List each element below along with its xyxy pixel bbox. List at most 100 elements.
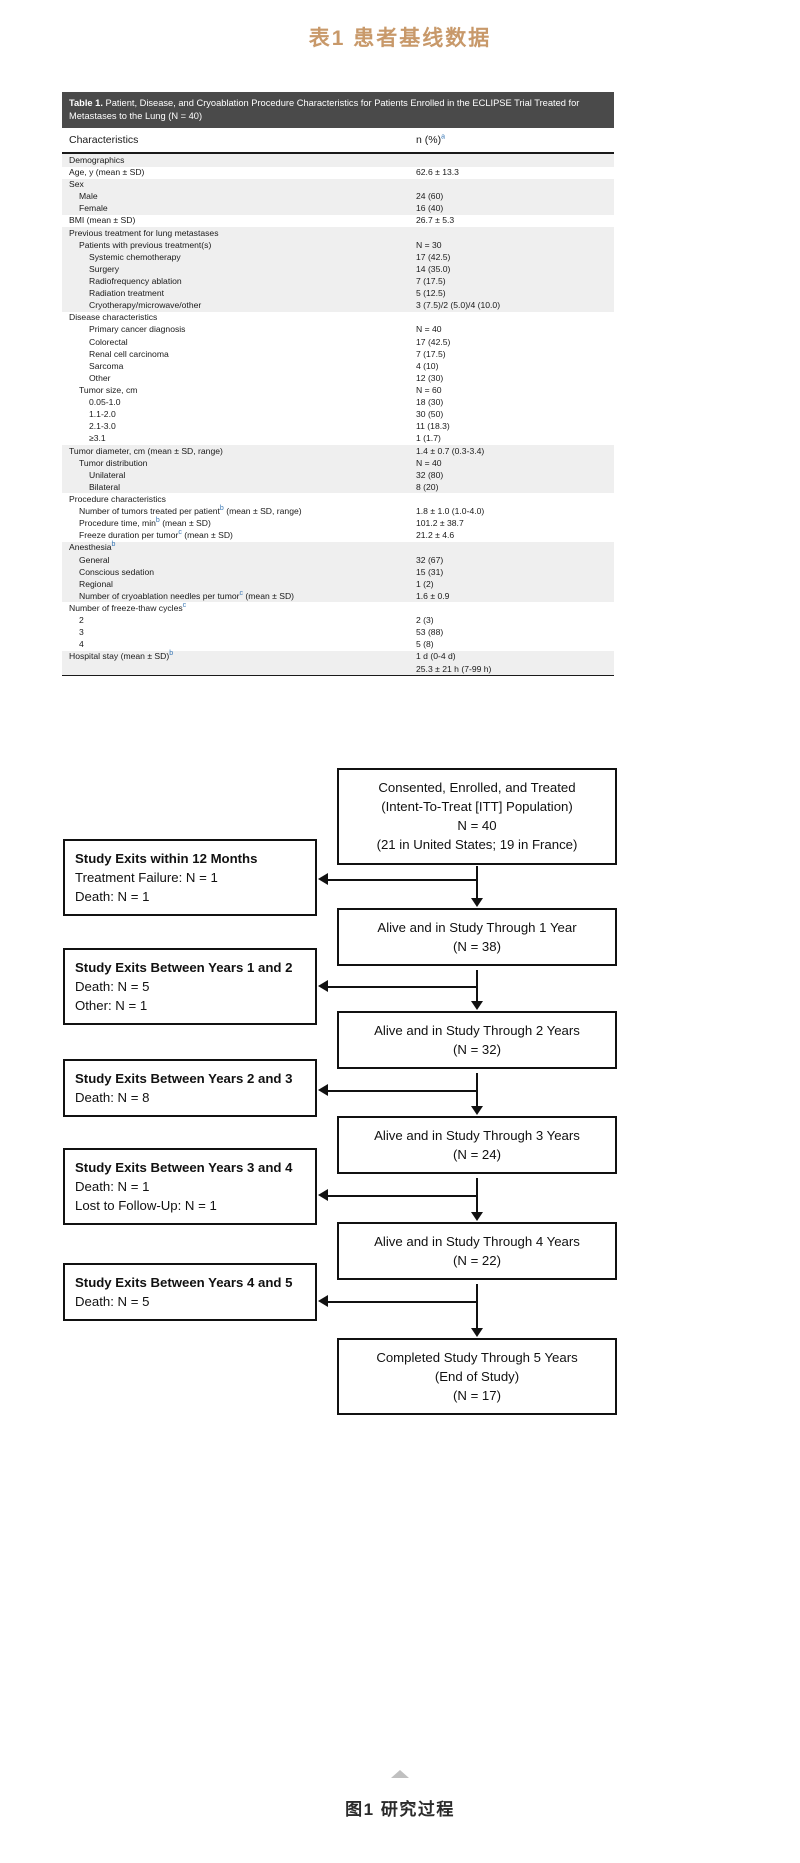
table-cell-value: 1.4 ± 0.7 (0.3-3.4)	[409, 445, 614, 458]
table-row: Demographics	[62, 153, 614, 167]
collapse-caret-icon[interactable]	[391, 1770, 409, 1778]
flow-node-title: Study Exits Between Years 3 and 4	[75, 1160, 293, 1175]
flow-node-line: (21 in United States; 19 in France)	[376, 837, 578, 853]
flow-node-title: Study Exits within 12 Months	[75, 851, 258, 866]
branch-line-exit-years-4-5	[328, 1301, 477, 1303]
table-cell-value	[409, 178, 614, 191]
flow-node-line: N = 40	[457, 818, 497, 834]
flow-node-line: Consented, Enrolled, and Treated	[378, 780, 576, 795]
footnote-marker-b: b	[111, 541, 116, 549]
table-header-row: Characteristics n (%)a	[62, 128, 614, 155]
footnote-marker-c: c	[239, 590, 244, 598]
table-row: Number of cryoablation needles per tumor…	[62, 590, 614, 603]
table-row: Tumor diameter, cm (mean ± SD, range)1.4…	[62, 445, 614, 458]
table-cell-characteristic: Radiation treatment	[62, 287, 409, 300]
study-flow-diagram: Consented, Enrolled, and Treated (Intent-…	[0, 760, 800, 1630]
table-cell-characteristic: Patients with previous treatment(s)	[62, 239, 409, 252]
column-header-characteristics: Characteristics	[62, 128, 409, 155]
table-cell-value: N = 40	[409, 457, 614, 470]
column-header-value: n (%)a	[409, 128, 614, 155]
table-cell-characteristic: Procedure characteristics	[62, 493, 409, 506]
flow-node-line: Completed Study Through 5 Years	[376, 1350, 578, 1365]
table-caption-text: Patient, Disease, and Cryoablation Proce…	[69, 98, 580, 122]
branch-line-exit-years-3-4	[328, 1195, 477, 1197]
arrow-exit-years-1-2	[318, 980, 328, 992]
flow-node-enrolled: Consented, Enrolled, and Treated (Intent-…	[337, 768, 617, 865]
flow-node-line: (Intent-To-Treat [ITT] Population)	[381, 799, 573, 815]
arrow-year4-to-completed	[471, 1328, 483, 1337]
footnote-marker-b: b	[155, 517, 160, 525]
page-title: 表1 患者基线数据	[308, 27, 492, 50]
table-cell-characteristic: 1.1-2.0	[62, 408, 409, 421]
table-row: Procedure characteristics	[62, 493, 614, 506]
table-cell-characteristic: Renal cell carcinoma	[62, 348, 409, 361]
table-cell-value: 7 (17.5)	[409, 275, 614, 288]
table-cell-characteristic: Bilateral	[62, 481, 409, 494]
table-cell-value: 5 (8)	[409, 638, 614, 651]
table-cell-characteristic: Female	[62, 202, 409, 215]
table-cell-value: 17 (42.5)	[409, 251, 614, 264]
table-cell-characteristic: Radiofrequency ablation	[62, 275, 409, 288]
table-cell-value: 25.3 ± 21 h (7-99 h)	[409, 662, 614, 677]
arrow-exit-years-4-5	[318, 1295, 328, 1307]
flow-node-year4: Alive and in Study Through 4 Years(N = 2…	[337, 1222, 617, 1281]
table-cell-characteristic: 2	[62, 614, 409, 627]
flow-node-completed: Completed Study Through 5 Years(End of S…	[337, 1338, 617, 1416]
table-cell-characteristic: Sex	[62, 178, 409, 191]
flow-node-line: (N = 22)	[452, 1253, 501, 1269]
flow-node-line: (N = 17)	[452, 1388, 501, 1404]
table-cell-characteristic: Procedure time, minb (mean ± SD)	[62, 517, 409, 530]
table-cell-value	[409, 541, 614, 554]
table-cell-value: 8 (20)	[409, 481, 614, 494]
arrow-exit-12-months	[318, 873, 328, 885]
table-cell-value: N = 40	[409, 323, 614, 337]
table-row: Number of freeze-thaw cyclesc	[62, 602, 614, 615]
table-cell-characteristic	[62, 662, 409, 677]
table-cell-characteristic: Colorectal	[62, 336, 409, 349]
flow-node-line: (N = 24)	[452, 1147, 501, 1163]
table-row: Patients with previous treatment(s)N = 3…	[62, 239, 614, 252]
flow-node-line: (N = 38)	[452, 939, 501, 955]
flow-node-line: Death: N = 5	[75, 979, 150, 995]
table-cell-characteristic: Age, y (mean ± SD)	[62, 166, 409, 179]
table-cell-value: 62.6 ± 13.3	[409, 166, 614, 179]
flow-node-year2: Alive and in Study Through 2 Years(N = 3…	[337, 1011, 617, 1070]
flow-node-line: Death: N = 1	[75, 889, 150, 905]
table-cell-value: 1.8 ± 1.0 (1.0-4.0)	[409, 505, 614, 518]
table-row: Procedure time, minb (mean ± SD)101.2 ± …	[62, 517, 614, 530]
table-cell-value: 1 (2)	[409, 578, 614, 591]
table-cell-value	[409, 493, 614, 506]
table-cell-value	[409, 153, 614, 167]
table-cell-characteristic: Other	[62, 372, 409, 385]
branch-line-exit-years-1-2	[328, 986, 477, 988]
table-row: Age, y (mean ± SD)62.6 ± 13.3	[62, 166, 614, 179]
table-row: Number of tumors treated per patientb (m…	[62, 505, 614, 518]
table-row: Anesthesiab	[62, 542, 614, 554]
table-cell-characteristic: Number of tumors treated per patientb (m…	[62, 505, 409, 518]
table-cell-value: 17 (42.5)	[409, 336, 614, 349]
table-cell-value	[409, 227, 614, 240]
table-cell-characteristic: General	[62, 554, 409, 567]
flow-node-line: Lost to Follow-Up: N = 1	[75, 1198, 217, 1214]
table-cell-characteristic: Number of cryoablation needles per tumor…	[62, 590, 409, 603]
footnote-marker-b: b	[219, 505, 224, 513]
table-cell-characteristic: Systemic chemotherapy	[62, 251, 409, 264]
table-row: Disease characteristics	[62, 311, 614, 324]
arrow-enrolled-to-year1	[471, 898, 483, 907]
table-cell-characteristic: BMI (mean ± SD)	[62, 214, 409, 228]
table-cell-value	[409, 602, 614, 615]
flow-node-title: Study Exits Between Years 1 and 2	[75, 960, 293, 975]
footnote-marker-c: c	[182, 602, 187, 610]
arrow-exit-years-2-3	[318, 1084, 328, 1096]
